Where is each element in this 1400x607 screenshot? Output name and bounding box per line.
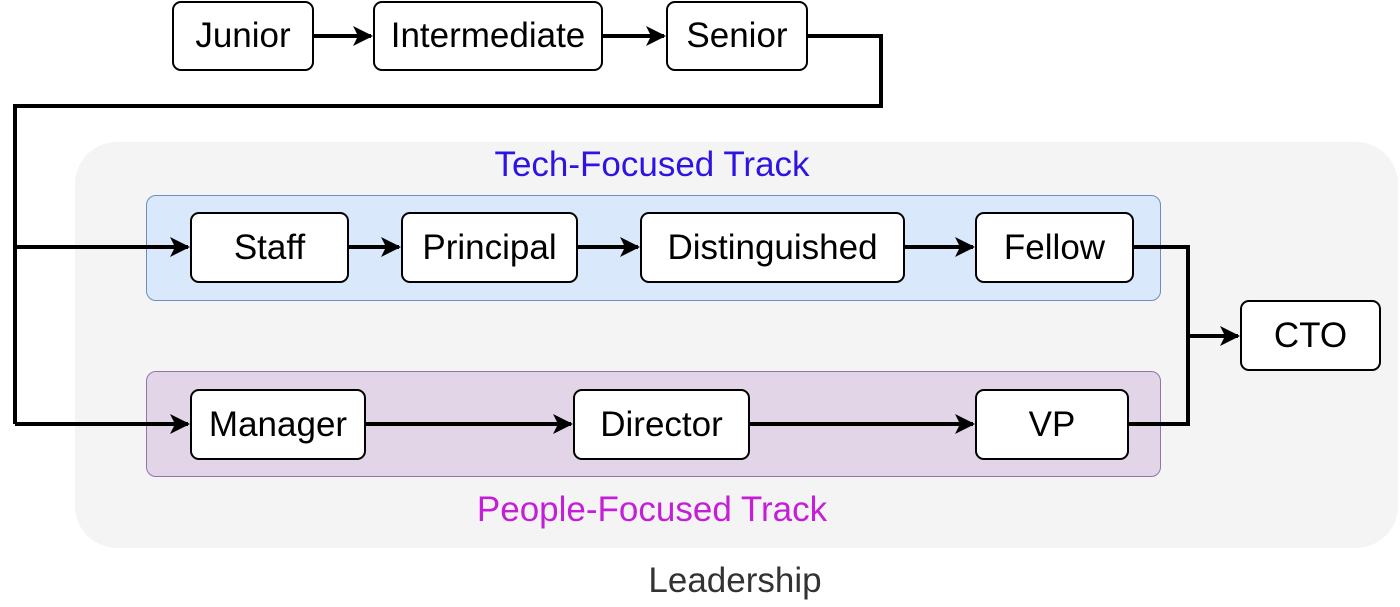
node-junior[interactable]: Junior: [172, 1, 314, 71]
node-staff[interactable]: Staff: [190, 212, 349, 283]
node-vp[interactable]: VP: [975, 389, 1129, 460]
node-principal[interactable]: Principal: [401, 212, 578, 283]
node-intermediate[interactable]: Intermediate: [373, 1, 603, 71]
node-senior[interactable]: Senior: [666, 1, 808, 71]
node-cto[interactable]: CTO: [1240, 300, 1381, 371]
node-manager[interactable]: Manager: [190, 389, 366, 460]
people-track-label: People-Focused Track: [476, 490, 828, 529]
leadership-label: Leadership: [648, 561, 822, 600]
edge-senior-tracks: [13, 34, 883, 424]
edge-fellow-cto: [1129, 245, 1190, 426]
tech-track-label: Tech-Focused Track: [494, 145, 810, 184]
node-fellow[interactable]: Fellow: [975, 212, 1134, 283]
node-distinguished[interactable]: Distinguished: [640, 212, 905, 283]
node-director[interactable]: Director: [573, 389, 750, 460]
